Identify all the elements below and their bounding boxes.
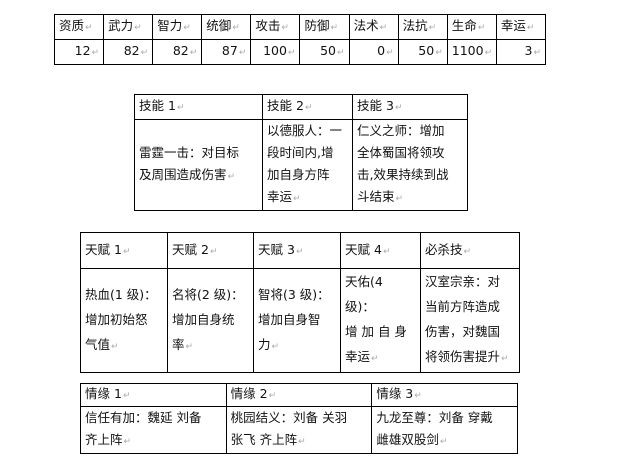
bond-header: 情缘 1 — [80, 383, 227, 407]
skills-header-row: 技能 1 技能 2 技能 3 — [134, 94, 468, 120]
talent-header: 必杀技 — [420, 232, 520, 269]
stat-header: 法术 — [348, 14, 399, 40]
stat-value: 0 — [348, 39, 399, 65]
skill-description: 以德服人：一 段时间内,增 加自身方阵 幸运 — [262, 119, 353, 211]
stat-value: 3 — [495, 39, 547, 65]
talent-header: 天赋 2 — [167, 232, 254, 269]
stat-value: 87 — [201, 39, 252, 65]
talent-description: 名将(2 级)： 增加自身统 率 — [167, 268, 254, 373]
stat-header: 法抗 — [397, 14, 448, 40]
stat-header: 统御 — [201, 14, 252, 40]
stat-header: 资质 — [53, 14, 105, 40]
skill-header: 技能 1 — [134, 94, 263, 120]
skill-description: 雷霆一击：对目标 及周围造成伤害 — [134, 119, 263, 211]
skill-header: 技能 3 — [352, 94, 468, 120]
stat-header: 幸运 — [495, 14, 547, 40]
talents-desc-row: 热血(1 级)： 增加初始怒 气值 名将(2 级)： 增加自身统 率 智将(3 … — [80, 268, 520, 373]
stat-header: 攻击 — [250, 14, 301, 40]
stat-value: 50 — [299, 39, 350, 65]
stats-value-row: 12 82 82 87 100 50 0 50 1100 3 — [53, 39, 547, 65]
stat-value: 50 — [397, 39, 448, 65]
bond-description: 信任有加：魏延 刘备 齐上阵 — [80, 406, 227, 454]
talents-table: 天赋 1 天赋 2 天赋 3 天赋 4 必杀技 热血(1 级)： 增加初始怒 气… — [80, 232, 520, 373]
stat-header: 生命 — [446, 14, 497, 40]
skills-desc-row: 雷霆一击：对目标 及周围造成伤害 以德服人：一 段时间内,增 加自身方阵 幸运 … — [134, 119, 468, 211]
stat-header: 武力 — [103, 14, 154, 40]
skill-header: 技能 2 — [262, 94, 353, 120]
stats-table: 资质 武力 智力 统御 攻击 防御 法术 法抗 生命 幸运 12 82 82 8… — [53, 14, 547, 65]
stat-value: 82 — [103, 39, 154, 65]
bond-header: 情缘 2 — [225, 383, 373, 407]
talent-header: 天赋 4 — [340, 232, 421, 269]
bonds-header-row: 情缘 1 情缘 2 情缘 3 — [80, 383, 518, 407]
stat-value: 82 — [152, 39, 203, 65]
talent-header: 天赋 1 — [80, 232, 168, 269]
talent-description: 智将(3 级)： 增加自身智 力 — [253, 268, 341, 373]
talent-description: 热血(1 级)： 增加初始怒 气值 — [80, 268, 168, 373]
talent-header: 天赋 3 — [253, 232, 341, 269]
stat-header: 智力 — [152, 14, 203, 40]
talent-description: 天佑(4 级)： 增 加 自 身 幸运 — [340, 268, 421, 373]
bonds-desc-row: 信任有加：魏延 刘备 齐上阵 桃园结义：刘备 关羽 张飞 齐上阵 九龙至尊：刘备… — [80, 406, 518, 454]
stat-header: 防御 — [299, 14, 350, 40]
bonds-table: 情缘 1 情缘 2 情缘 3 信任有加：魏延 刘备 齐上阵 桃园结义：刘备 关羽… — [80, 383, 518, 454]
skills-table: 技能 1 技能 2 技能 3 雷霆一击：对目标 及周围造成伤害 以德服人：一 段… — [134, 94, 468, 211]
bond-description: 九龙至尊：刘备 穿戴 雌雄双股剑 — [371, 406, 518, 454]
bond-description: 桃园结义：刘备 关羽 张飞 齐上阵 — [225, 406, 373, 454]
stat-value: 12 — [53, 39, 105, 65]
stat-value: 100 — [250, 39, 301, 65]
skill-description: 仁义之师：增加 全体蜀国将领攻 击,效果持续到战 斗结束 — [352, 119, 468, 211]
stats-header-row: 资质 武力 智力 统御 攻击 防御 法术 法抗 生命 幸运 — [53, 14, 547, 40]
bond-header: 情缘 3 — [371, 383, 518, 407]
talents-header-row: 天赋 1 天赋 2 天赋 3 天赋 4 必杀技 — [80, 232, 520, 269]
ultimate-description: 汉室宗亲：对 当前方阵造成 伤害，对魏国 将领伤害提升 — [420, 268, 520, 373]
stat-value: 1100 — [446, 39, 497, 65]
